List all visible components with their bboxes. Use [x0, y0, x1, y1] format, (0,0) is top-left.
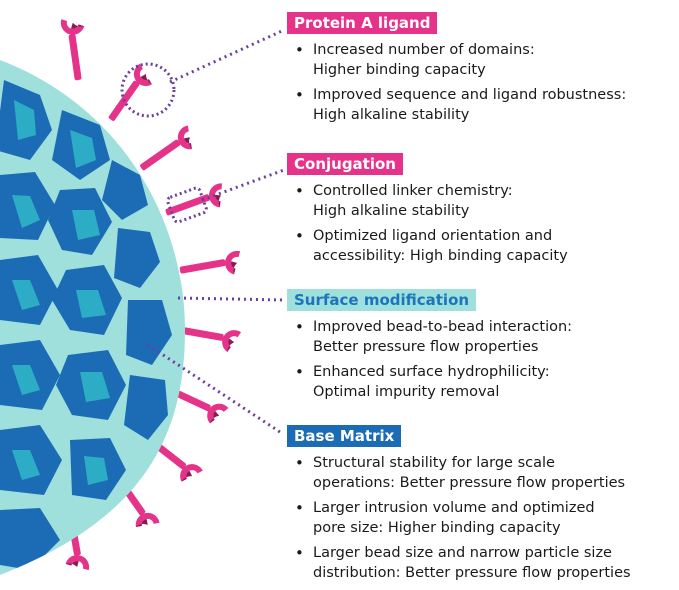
label-base-matrix: Base Matrix [287, 425, 401, 447]
label-surface-modification: Surface modification [287, 289, 476, 311]
section-surface-modification: Surface modification Improved bead-to-be… [287, 289, 679, 407]
bullet-item: Larger intrusion volume and optimizedpor… [287, 498, 679, 538]
section-conjugation: Conjugation Controlled linker chemistry:… [287, 153, 679, 271]
bullet-item: Larger bead size and narrow particle siz… [287, 543, 679, 583]
section-base-matrix: Base Matrix Structural stability for lar… [287, 425, 679, 588]
bullet-item: Increased number of domains:Higher bindi… [287, 40, 679, 80]
label-protein-a-ligand: Protein A ligand [287, 12, 437, 34]
bullet-item: Enhanced surface hydrophilicity:Optimal … [287, 362, 679, 402]
label-conjugation: Conjugation [287, 153, 403, 175]
bullet-item: Improved sequence and ligand robustness:… [287, 85, 679, 125]
bullet-item: Controlled linker chemistry:High alkalin… [287, 181, 679, 221]
bullet-item: Structural stability for large scaleoper… [287, 453, 679, 493]
section-protein-a-ligand: Protein A ligand Increased number of dom… [287, 12, 679, 130]
bullet-item: Optimized ligand orientation andaccessib… [287, 226, 679, 266]
bullet-item: Improved bead-to-bead interaction:Better… [287, 317, 679, 357]
